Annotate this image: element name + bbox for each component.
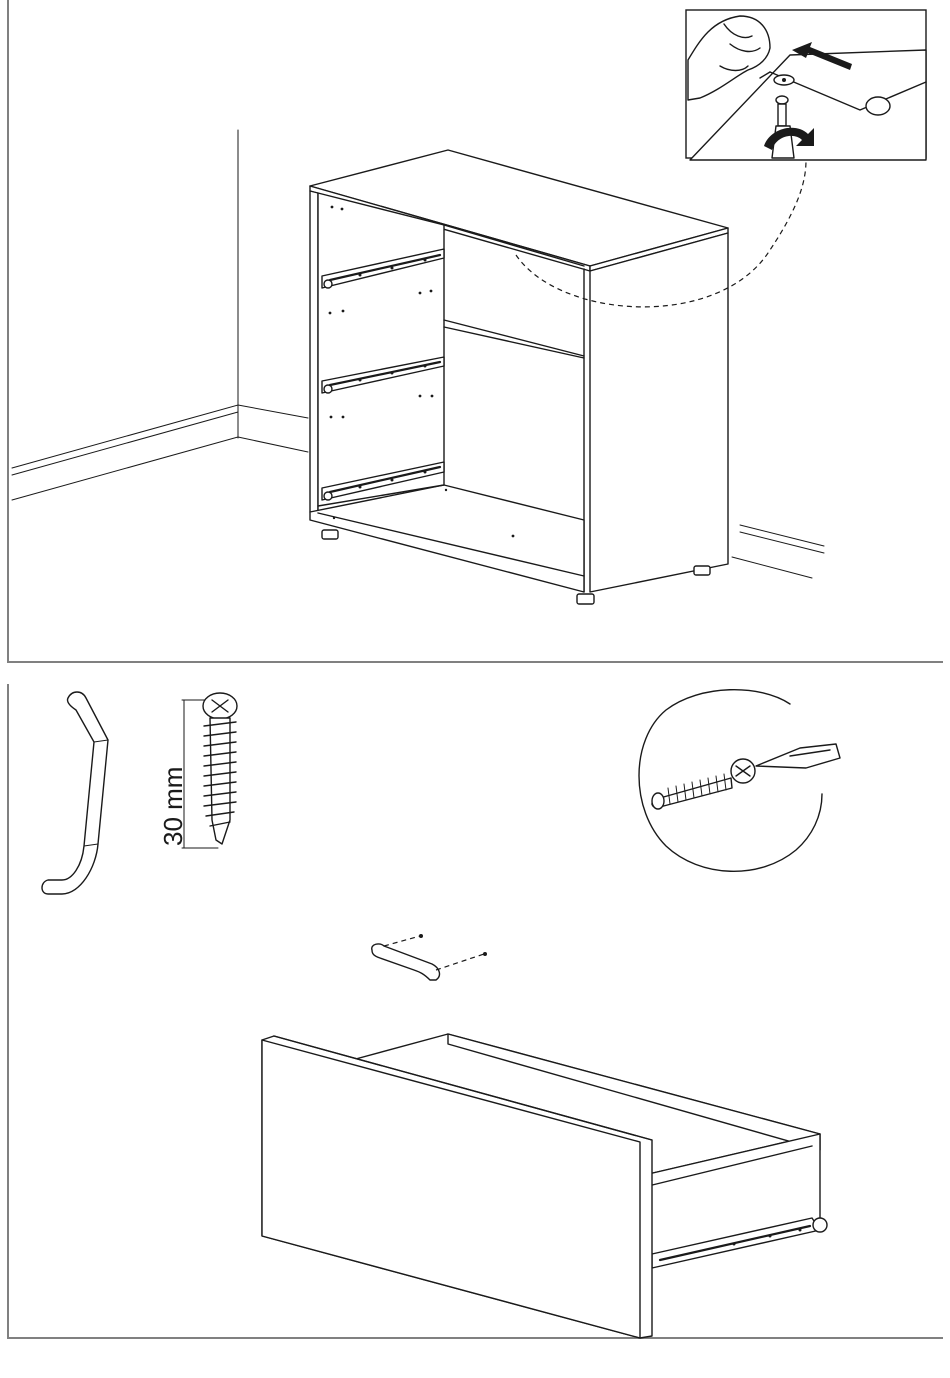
screwdriver-icon	[756, 744, 840, 768]
step-bottom-panel: 30 mm	[0, 670, 950, 1378]
step-top-panel	[0, 0, 950, 670]
step-top-drawing	[0, 0, 950, 670]
handle-part	[42, 692, 108, 894]
screw-part	[182, 693, 237, 848]
detail-box-top	[686, 10, 926, 160]
step-bottom-drawing: 30 mm	[0, 670, 950, 1378]
detail-circle-bottom	[639, 690, 840, 872]
drawer-assembly	[262, 934, 827, 1338]
screw-length-label: 30 mm	[158, 767, 188, 846]
